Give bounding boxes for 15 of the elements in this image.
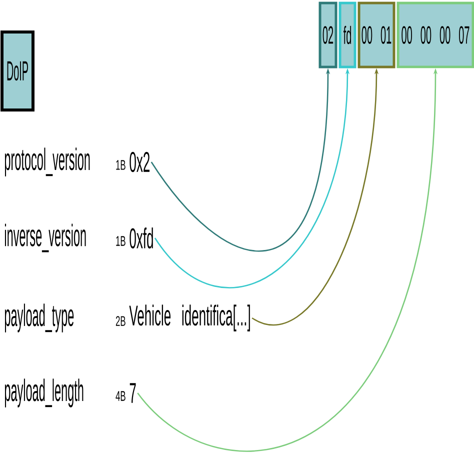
size-label: 2B <box>116 316 126 326</box>
field-value: Vehicle identifica[...] <box>129 304 250 332</box>
title-box: DoIP <box>0 30 34 112</box>
size-label: 1B <box>116 236 126 246</box>
byte-box: 02 <box>318 2 338 68</box>
field-value: 7 <box>130 383 136 403</box>
field-name: payload_length <box>4 378 84 408</box>
field-name: protocol_version <box>4 148 90 176</box>
byte-box: fd <box>338 2 356 68</box>
field-name: payload_type <box>4 304 74 332</box>
size-label: 1B <box>116 160 126 170</box>
field-value: 0xfd <box>130 227 153 248</box>
field-value: 0x2 <box>130 152 150 172</box>
size-label: 4B <box>116 391 126 401</box>
field-name: inverse_version <box>4 224 86 252</box>
